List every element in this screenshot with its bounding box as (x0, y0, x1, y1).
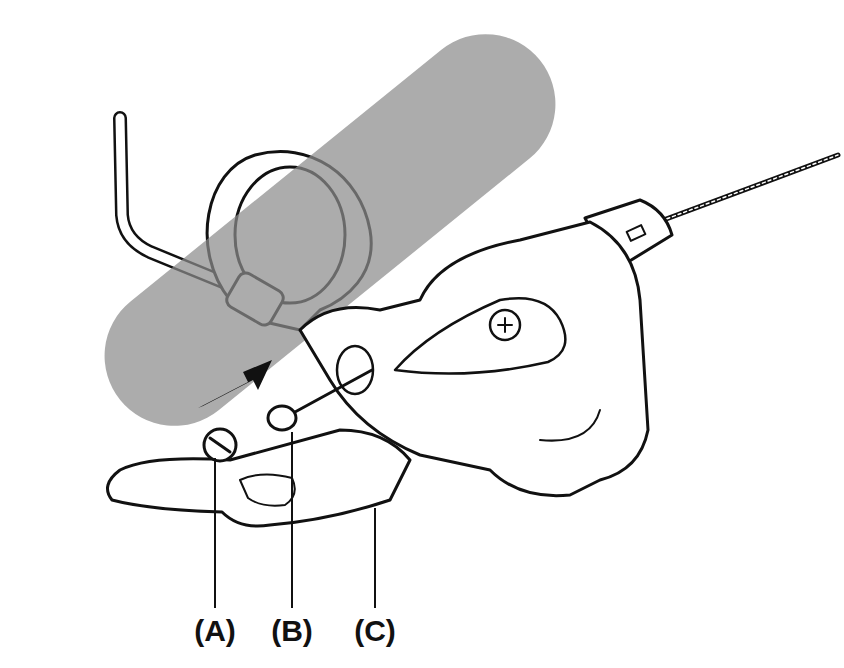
mount-bolt-socket (498, 318, 512, 332)
mount-bolt (490, 310, 520, 340)
shift-lever (108, 430, 411, 526)
shift-cable (650, 155, 838, 225)
callout-letter: (B) (271, 616, 313, 646)
cap-screw (204, 429, 236, 461)
direction-arrow (198, 360, 272, 408)
lever-thumb-pad (240, 474, 295, 505)
screw-slot (210, 438, 230, 452)
body-arm (395, 298, 565, 373)
body-seam (540, 410, 600, 441)
adjuster-window (627, 225, 646, 241)
cable-strands (650, 155, 838, 225)
callout-letter: (A) (194, 616, 236, 646)
leader-line (374, 508, 376, 608)
leader-line (291, 432, 293, 608)
leader-line (214, 458, 216, 608)
inner-cable (295, 370, 372, 412)
callout-letter: (C) (354, 616, 396, 646)
cable-cap (268, 406, 296, 430)
